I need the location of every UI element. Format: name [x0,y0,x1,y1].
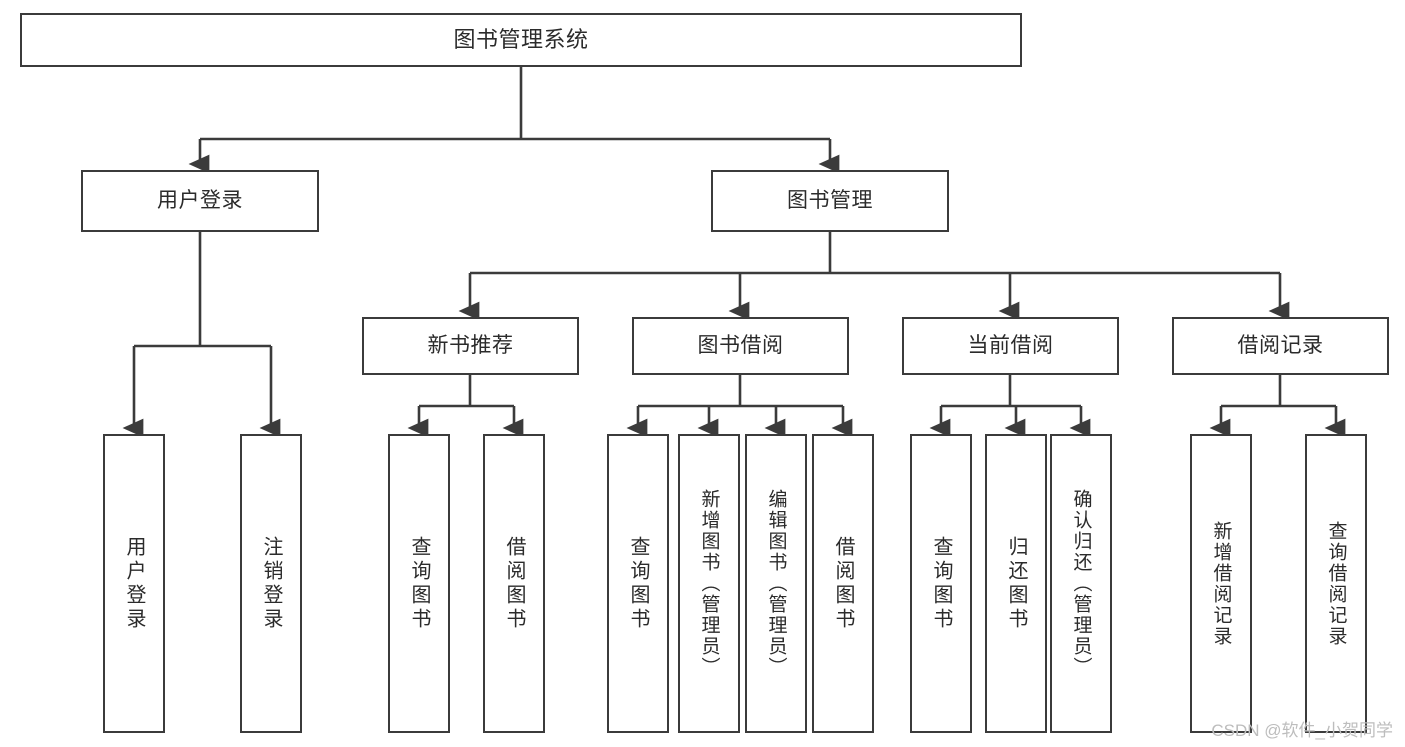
node-leaf-confirm-return-label: 确认归还（管理员） [1070,489,1092,678]
node-root[interactable]: 图书管理系统 [20,13,1022,67]
node-root-label: 图书管理系统 [453,27,589,53]
node-book-manage[interactable]: 图书管理 [711,170,949,232]
node-book-borrow-label: 图书借阅 [697,333,784,357]
node-new-book-recommend-label: 新书推荐 [427,333,514,357]
node-leaf-query-book-1-label: 查询图书 [408,535,430,632]
watermark-text: CSDN @软件_小贺同学 [1211,721,1393,740]
node-leaf-add-record-label: 新增借阅记录 [1210,520,1232,647]
node-user-login[interactable]: 用户登录 [81,170,319,232]
node-leaf-query-book-1[interactable]: 查询图书 [388,434,450,733]
node-book-borrow[interactable]: 图书借阅 [632,317,849,375]
node-leaf-add-book[interactable]: 新增图书（管理员） [678,434,740,733]
node-book-manage-label: 图书管理 [787,188,873,212]
node-leaf-edit-book-label: 编辑图书（管理员） [765,489,787,678]
node-leaf-query-record-label: 查询借阅记录 [1325,520,1347,647]
node-current-borrow[interactable]: 当前借阅 [902,317,1119,375]
node-leaf-borrow-book-1-label: 借阅图书 [503,535,525,632]
node-leaf-add-record[interactable]: 新增借阅记录 [1190,434,1252,733]
node-leaf-return-book[interactable]: 归还图书 [985,434,1047,733]
node-leaf-edit-book[interactable]: 编辑图书（管理员） [745,434,807,733]
node-current-borrow-label: 当前借阅 [967,333,1054,357]
node-new-book-recommend[interactable]: 新书推荐 [362,317,579,375]
node-leaf-query-book-2[interactable]: 查询图书 [607,434,669,733]
node-leaf-query-book-3-label: 查询图书 [930,535,952,632]
node-leaf-borrow-book-1[interactable]: 借阅图书 [483,434,545,733]
node-leaf-user-login-label: 用户登录 [123,535,145,632]
node-leaf-logout-login[interactable]: 注销登录 [240,434,302,733]
node-leaf-query-record[interactable]: 查询借阅记录 [1305,434,1367,733]
node-leaf-confirm-return[interactable]: 确认归还（管理员） [1050,434,1112,733]
node-leaf-borrow-book-2-label: 借阅图书 [832,535,854,632]
node-leaf-add-book-label: 新增图书（管理员） [698,489,720,678]
node-leaf-query-book-2-label: 查询图书 [627,535,649,632]
node-leaf-logout-login-label: 注销登录 [260,535,282,632]
node-leaf-query-book-3[interactable]: 查询图书 [910,434,972,733]
node-borrow-record-label: 借阅记录 [1237,333,1324,357]
node-borrow-record[interactable]: 借阅记录 [1172,317,1389,375]
node-leaf-user-login[interactable]: 用户登录 [103,434,165,733]
node-leaf-borrow-book-2[interactable]: 借阅图书 [812,434,874,733]
node-user-login-label: 用户登录 [157,188,243,212]
node-leaf-return-book-label: 归还图书 [1005,535,1027,632]
